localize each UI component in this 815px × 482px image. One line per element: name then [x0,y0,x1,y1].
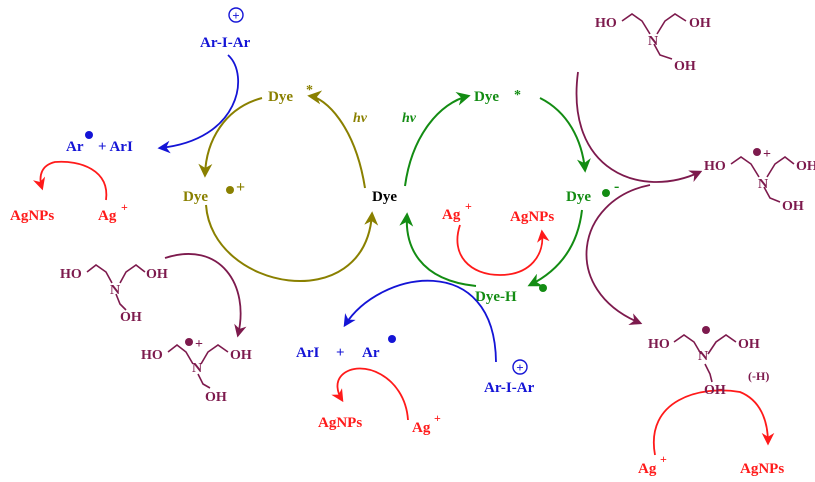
amine-right-cation-sign: + [763,147,771,162]
right-ari-label: ArI [296,345,319,361]
inner-agnps-label: AgNPs [510,209,554,225]
right-dye-h-label: Dye-H [475,289,517,305]
bottom-center-ag-group: AgNPs Ag + [318,367,441,436]
amine-left-lower-n: N [192,361,202,376]
amine-left-lower-oh1: OH [230,348,252,363]
amine-lower-oh2: OH [704,383,726,398]
inner-ag-reduction-arrow [456,224,550,276]
right-iodonium-label: Ar-I-Ar [484,380,535,396]
amine-right-n: N [758,177,768,192]
left-ag-reduction-group: AgNPs Ag + [10,160,128,224]
bottom-center-ag-ion-label: Ag [412,420,431,436]
left-radical-cation-sign: + [236,179,245,196]
right-electron-transfer-arrow [343,279,497,363]
amine-top-right-ho: HO [595,16,617,31]
amine-top-right-oh1: OH [689,16,711,31]
bottom-right-ag-arrow [652,389,775,456]
left-hv-label: hv [353,111,368,126]
bottom-center-agnps-label: AgNPs [318,415,362,431]
left-aryl-radical-dot [85,131,93,139]
left-dye-radical-cation-label: Dye [183,189,208,205]
bottom-right-ag-group: Ag + AgNPs [638,389,784,477]
right-iodonium-group: ArI + Ar + Ar-I-Ar [296,279,535,396]
amine-right-oh1: OH [796,159,815,174]
right-hv-label: hv [402,111,417,126]
left-electron-transfer-arrow [157,54,240,154]
amine-lower-ho: HO [648,337,670,352]
amine-left-lower-cation-sign: + [195,337,203,352]
amine-right-oh2: OH [782,199,804,214]
right-aryl-radical-label: Ar [362,345,380,361]
left-cycle-arrow-top [307,90,366,189]
left-cycle-arrow-bottom [205,204,379,282]
amine-top-right-oh2: OH [674,59,696,74]
amine-left-oh2: OH [120,310,142,325]
amine-top-right: HO N OH OH [595,13,711,74]
left-ag-ion-label: Ag [98,208,117,224]
right-cycle-arrow-bottom [399,212,477,287]
bottom-center-ag-charge: + [434,411,441,425]
amine-left-radical-cation: HO N + OH OH [141,337,252,405]
amine-left-oh1: OH [146,267,168,282]
right-aryl-radical-dot [388,335,396,343]
amine-left-lower-ho: HO [141,348,163,363]
amine-deprotonation-arrow [585,184,651,325]
right-radical-anion-dot [602,189,610,197]
bottom-right-ag-ion-label: Ag [638,461,657,477]
right-radical-anion-sign: - [614,178,619,195]
left-iodonium-label: Ar-I-Ar [200,35,251,51]
amine-left: HO N OH OH [60,264,168,325]
amine-left-lower-oh2: OH [205,390,227,405]
right-dye-h-radical-dot [539,284,547,292]
inner-ag-charge: + [465,199,472,213]
left-plus-ari-label: + ArI [98,139,133,155]
right-plus-label: + [336,345,345,361]
right-dye-excited-label: Dye [474,89,499,105]
amine-lower-n: N [698,349,708,364]
center-dye-label: Dye [372,189,397,205]
left-aryl-radical-label: Ar [66,139,84,155]
amine-right-radical-cation: HO N + OH OH [704,147,815,214]
bottom-center-ag-arrow [331,367,409,421]
left-agnps-label: AgNPs [10,208,54,224]
left-excited-star: * [306,83,313,98]
amine-left-ho: HO [60,267,82,282]
left-amine-oxidation-arrow [164,253,247,338]
left-iodonium-group: + Ar-I-Ar Ar + ArI [66,7,251,155]
inner-ag-ion-label: Ag [442,207,461,223]
amine-lower-oh1: OH [738,337,760,352]
left-iodonium-charge-circle [228,7,244,23]
amine-top-right-n: N [648,34,658,49]
left-ag-reduction-arrow [33,160,108,201]
bottom-right-agnps-label: AgNPs [740,461,784,477]
left-dye-excited-label: Dye [268,89,293,105]
left-radical-dot [226,186,234,194]
amine-right-radical-dot [753,148,761,156]
amine-right-ho: HO [704,159,726,174]
amine-arrows [164,71,703,338]
left-cycle: Dye * hv Dye + [183,83,379,282]
amine-lower-radical-dot [702,326,710,334]
left-ag-charge: + [121,200,128,214]
amine-lower-h-loss: (-H) [748,369,769,383]
amine-oxidation-arrow [575,71,703,183]
bottom-right-ag-charge: + [660,452,667,466]
right-cycle-arrow-upper-right [539,97,591,173]
right-cycle-arrow-top [404,91,471,187]
amine-right-radical: HO N OH OH (-H) [648,326,769,398]
amine-left-n: N [110,283,120,298]
right-cycle-arrow-lower-right [527,209,583,287]
right-iodonium-charge-circle [512,359,528,375]
right-excited-star: * [514,88,521,103]
right-dye-radical-anion-label: Dye [566,189,591,205]
right-cycle: hv Dye * Dye - Dye-H Ag + AgNPs [399,88,619,305]
right-iodonium-charge: + [516,360,523,375]
left-iodonium-charge: + [232,8,239,23]
amine-left-lower-radical-dot [185,338,193,346]
left-cycle-arrow-upper-left [198,97,263,178]
